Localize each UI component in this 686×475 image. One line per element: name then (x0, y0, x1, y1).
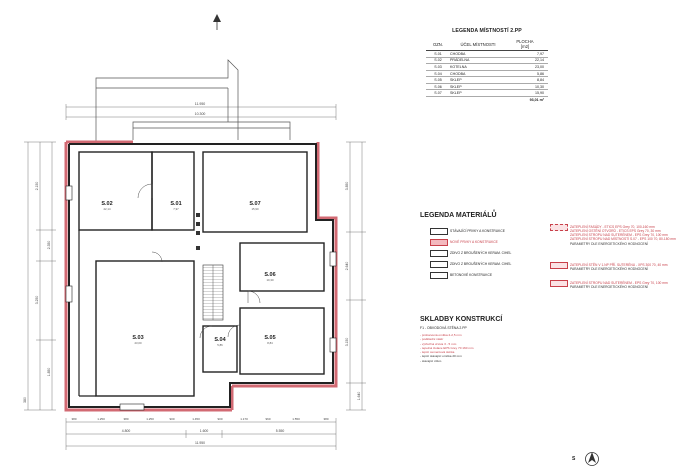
dim-bottom-seg-3: 5.550 (276, 429, 285, 433)
terrace-outline (95, 59, 291, 142)
composition-line: - stávající zdivo (420, 358, 442, 363)
dim-bottom-small-10: 1.550 (292, 417, 300, 421)
bottom-dimensions (65, 418, 337, 450)
dim-left-1: 2.150 (35, 182, 39, 191)
room-area-s05: 8,84 (267, 341, 273, 345)
technical-markers (196, 213, 200, 250)
insulation-swatch (550, 280, 568, 287)
material-swatch (430, 250, 448, 257)
dim-bottom-seg-2: 1.600 (200, 429, 209, 433)
dim-right-1: 3.850 (345, 182, 349, 191)
insulation-swatch (550, 224, 568, 231)
walls (68, 143, 334, 408)
window-marks (65, 185, 337, 411)
composition-subtitle: F1 - OBVODOVÁ STĚNA 2.PP (420, 326, 467, 330)
dim-left-3: 2.350 (47, 241, 51, 250)
door-swings (137, 183, 261, 339)
room-label-s02: S.02 (101, 201, 112, 207)
room-area-s07: 15,90 (252, 207, 259, 211)
dim-right-2: 2.640 (345, 262, 349, 271)
composition-line: - podkladní nátěr (420, 337, 444, 342)
room-label-s04: S.04 (214, 337, 226, 343)
composition-line: - výztužná vrstva 3 - 5 mm (420, 341, 457, 346)
col-header-area: PLOCHA [m2] (506, 38, 548, 51)
materials-legend-title: LEGENDA MATERIÁLŮ (420, 212, 497, 219)
composition-line: - lepicí stávající omítka 20 mm (420, 354, 462, 359)
dim-bottom-small-8: 1.170 (240, 417, 248, 421)
dim-bottom-small-9: 960 (265, 417, 270, 421)
composition-line: - probarvená omítka 2-2,5 mm (420, 333, 462, 337)
room-area-s03: 23,00 (135, 341, 142, 345)
dim-left-5: 380 (23, 397, 27, 403)
north-label: S (572, 456, 576, 462)
right-dimensions (346, 141, 366, 411)
composition-title: SKLADBY KONSTRUKCÍ (420, 316, 503, 323)
dim-bottom-small-5: 900 (169, 417, 174, 421)
left-dimensions (24, 141, 56, 411)
room-label-s06: S.06 (264, 272, 275, 278)
rooms-legend: LEGENDA MÍSTNOSTÍ 2.PP OZN. ÚČEL MÍSTNOS… (426, 28, 548, 103)
material-swatch (430, 228, 448, 235)
dim-bottom-outer: 11.950 (195, 441, 205, 445)
dim-bottom-small-6: 1.450 (192, 417, 200, 421)
room-area-s01: 7,97 (173, 207, 179, 211)
rooms-legend-title: LEGENDA MÍSTNOSTÍ 2.PP (452, 28, 522, 34)
top-dimensions (65, 104, 337, 120)
col-header-use: ÚČEL MÍSTNOSTI (450, 38, 506, 51)
composition-line: - lepicí cementová stěrka (420, 350, 455, 355)
material-swatch (430, 239, 448, 246)
material-swatch (430, 261, 448, 268)
composition-line: - tepelná izolace EPS Grey 70 160 mm (420, 345, 474, 350)
dim-bottom-small-3: 380 (123, 417, 128, 421)
dim-bottom-small-7: 900 (217, 417, 222, 421)
north-arrow-top-icon (213, 14, 221, 30)
dim-bottom-small-1: 380 (71, 417, 76, 421)
dim-bottom-small-11: 380 (323, 417, 328, 421)
composition-legend: SKLADBY KONSTRUKCÍ F1 - OBVODOVÁ STĚNA 2… (420, 316, 570, 363)
table-total-row: 93,01 m² (529, 97, 544, 102)
dim-bottom-small-2: 1.250 (97, 417, 105, 421)
materials-legend: LEGENDA MATERIÁLŮ STÁVAJÍCÍ PRVKY A KONS… (420, 212, 676, 289)
room-label-s01: S.01 (170, 201, 181, 207)
room-area-s06: 10,30 (267, 278, 274, 282)
room-label-s07: S.07 (249, 201, 260, 207)
col-header-id: OZN. (426, 38, 450, 51)
dim-bottom-small-4: 1.250 (146, 417, 154, 421)
material-swatch (430, 272, 448, 279)
north-arrow-icon (585, 452, 599, 466)
room-label-s03: S.03 (132, 335, 143, 341)
room-area-s04: 5,86 (217, 343, 223, 347)
insulation-outline (64, 140, 338, 412)
room-label-s05: S.05 (264, 335, 275, 341)
dim-right-3: 3.150 (345, 338, 349, 347)
dim-right-4: 1.640 (357, 392, 361, 401)
dim-left-4: 1.850 (47, 368, 51, 377)
dim-bottom-seg-1: 4.800 (122, 429, 131, 433)
dim-top-inner: 10.300 (195, 112, 206, 116)
dim-left-2: 3.250 (35, 296, 39, 305)
room-area-s02: 22,14 (104, 207, 111, 211)
dim-top-outer: 11.950 (195, 102, 205, 106)
insulation-swatch (550, 262, 568, 269)
